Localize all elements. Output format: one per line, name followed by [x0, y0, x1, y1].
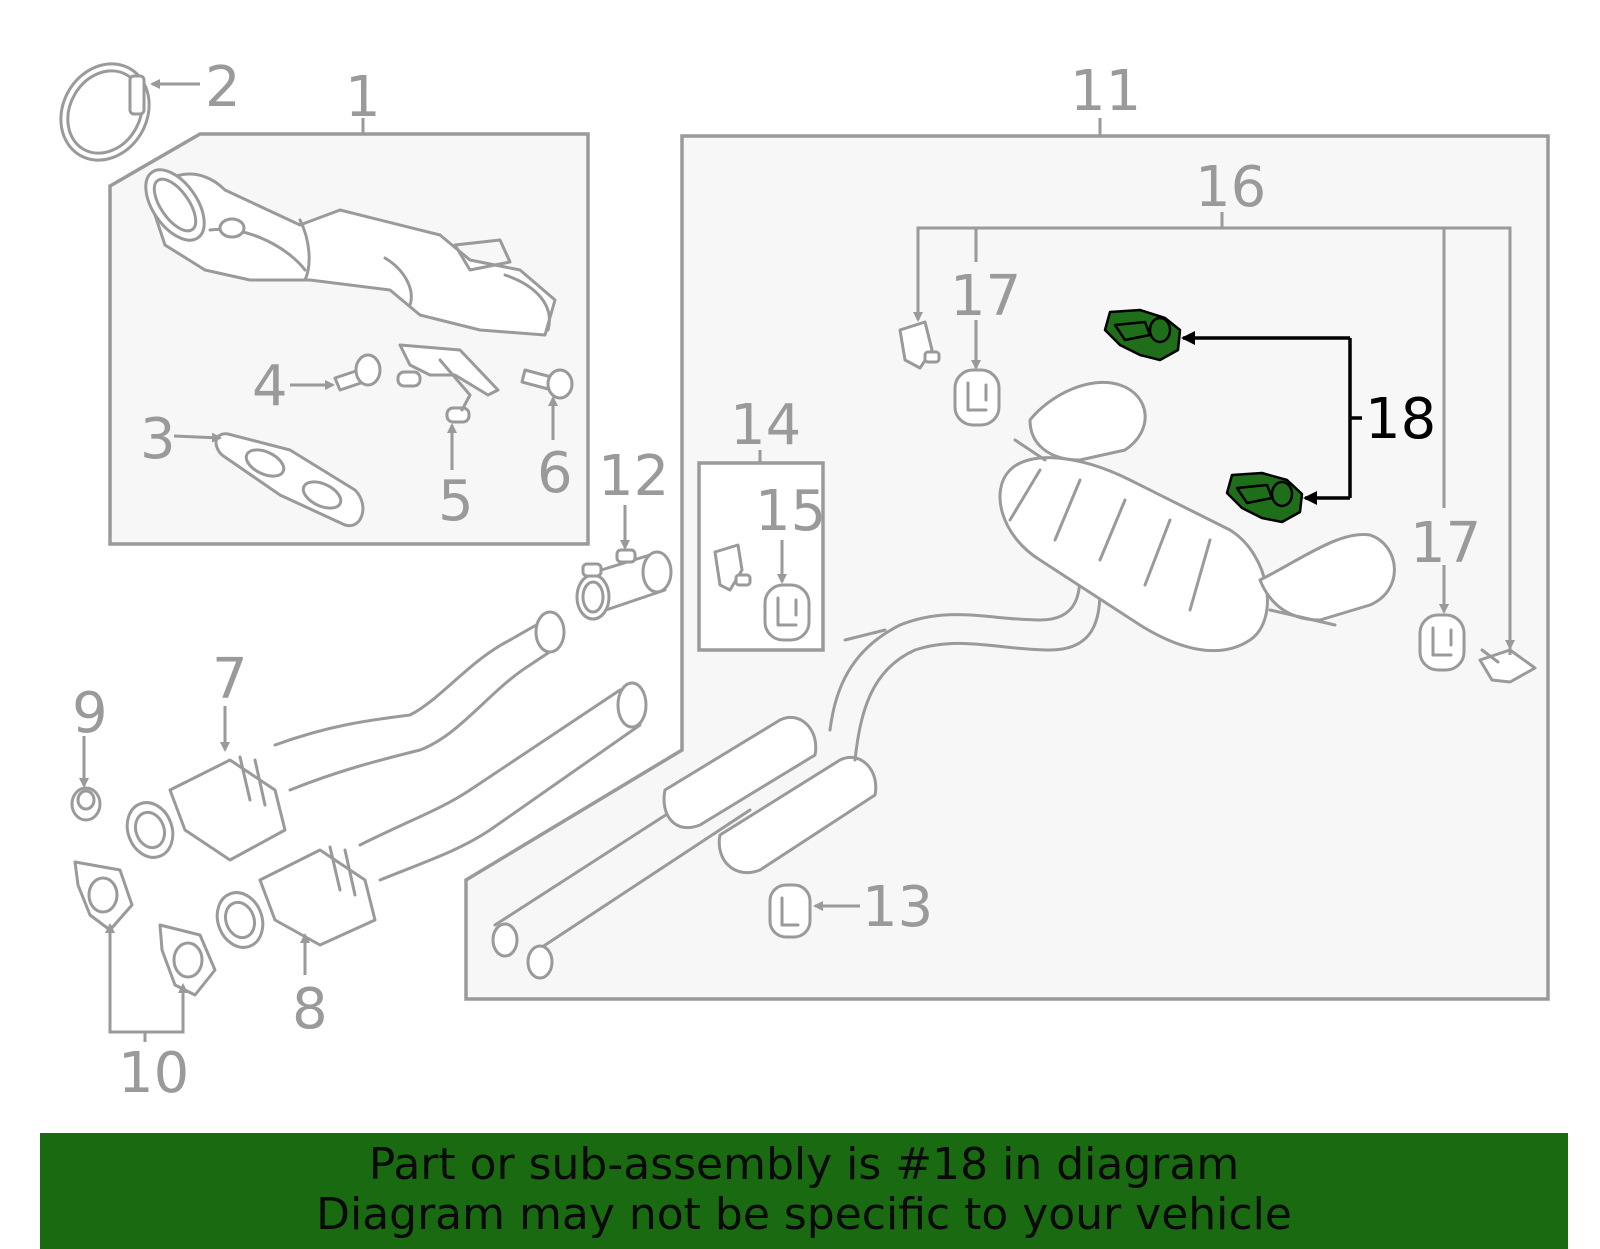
- callout-3: 3: [140, 407, 176, 472]
- bolt-part-6: [520, 368, 574, 400]
- rubber-mount-part-15: [763, 583, 811, 642]
- highlighted-part-18-lower: [1225, 471, 1304, 524]
- callout-8: 8: [292, 977, 328, 1042]
- callout-17-right: 17: [1410, 511, 1481, 576]
- info-banner: Part or sub-assembly is #18 in diagram D…: [40, 1133, 1568, 1249]
- callout-12: 12: [598, 444, 669, 509]
- callout-10: 10: [118, 1041, 189, 1106]
- front-pipe-part: [144, 168, 557, 337]
- callout-4: 4: [252, 354, 288, 419]
- exhaust-parts-diagram: 1 2 3 4 5 6 7 8 9 10 11 12 13 14 15 16 1…: [59, 55, 1550, 1106]
- callout-2: 2: [205, 55, 241, 120]
- hanger-bracket-part-14: [713, 543, 752, 592]
- callout-6: 6: [537, 441, 573, 506]
- callout-15: 15: [755, 479, 826, 544]
- clamp-ring-part: [59, 62, 151, 162]
- bracket-part-5: [396, 343, 500, 424]
- hanger-bracket-part-16-left: [898, 320, 941, 370]
- banner-line-1: Part or sub-assembly is #18 in diagram: [368, 1139, 1240, 1190]
- catalytic-converter-part-7: [125, 610, 566, 862]
- rubber-mount-part-17-right: [1418, 613, 1466, 672]
- callout-13: 13: [862, 875, 933, 940]
- callout-7: 7: [212, 647, 248, 712]
- bolt-part-4: [333, 353, 382, 392]
- banner-line-2: Diagram may not be specific to your vehi…: [316, 1189, 1292, 1240]
- callout-9: 9: [72, 681, 108, 746]
- callout-5: 5: [438, 469, 474, 534]
- callout-14: 14: [730, 393, 801, 458]
- muffler-assembly-part-11: [491, 380, 1396, 980]
- nut-part-9: [70, 786, 102, 822]
- callout-18: 18: [1365, 387, 1436, 452]
- leader-lines-part-18: [1181, 331, 1362, 505]
- hanger-bracket-part-16-right: [1478, 648, 1537, 684]
- rubber-mount-part-17-left: [953, 368, 1001, 427]
- pipe-clamp-part-12: [575, 548, 673, 621]
- gasket-part-10: [73, 860, 217, 997]
- catalytic-converter-part-8: [215, 681, 648, 949]
- leader-lines: [79, 79, 1515, 1042]
- highlighted-part-18-upper: [1103, 308, 1182, 362]
- callout-11: 11: [1070, 59, 1141, 124]
- callout-17-left: 17: [950, 264, 1021, 329]
- callout-16: 16: [1195, 155, 1266, 220]
- callout-1: 1: [345, 65, 381, 130]
